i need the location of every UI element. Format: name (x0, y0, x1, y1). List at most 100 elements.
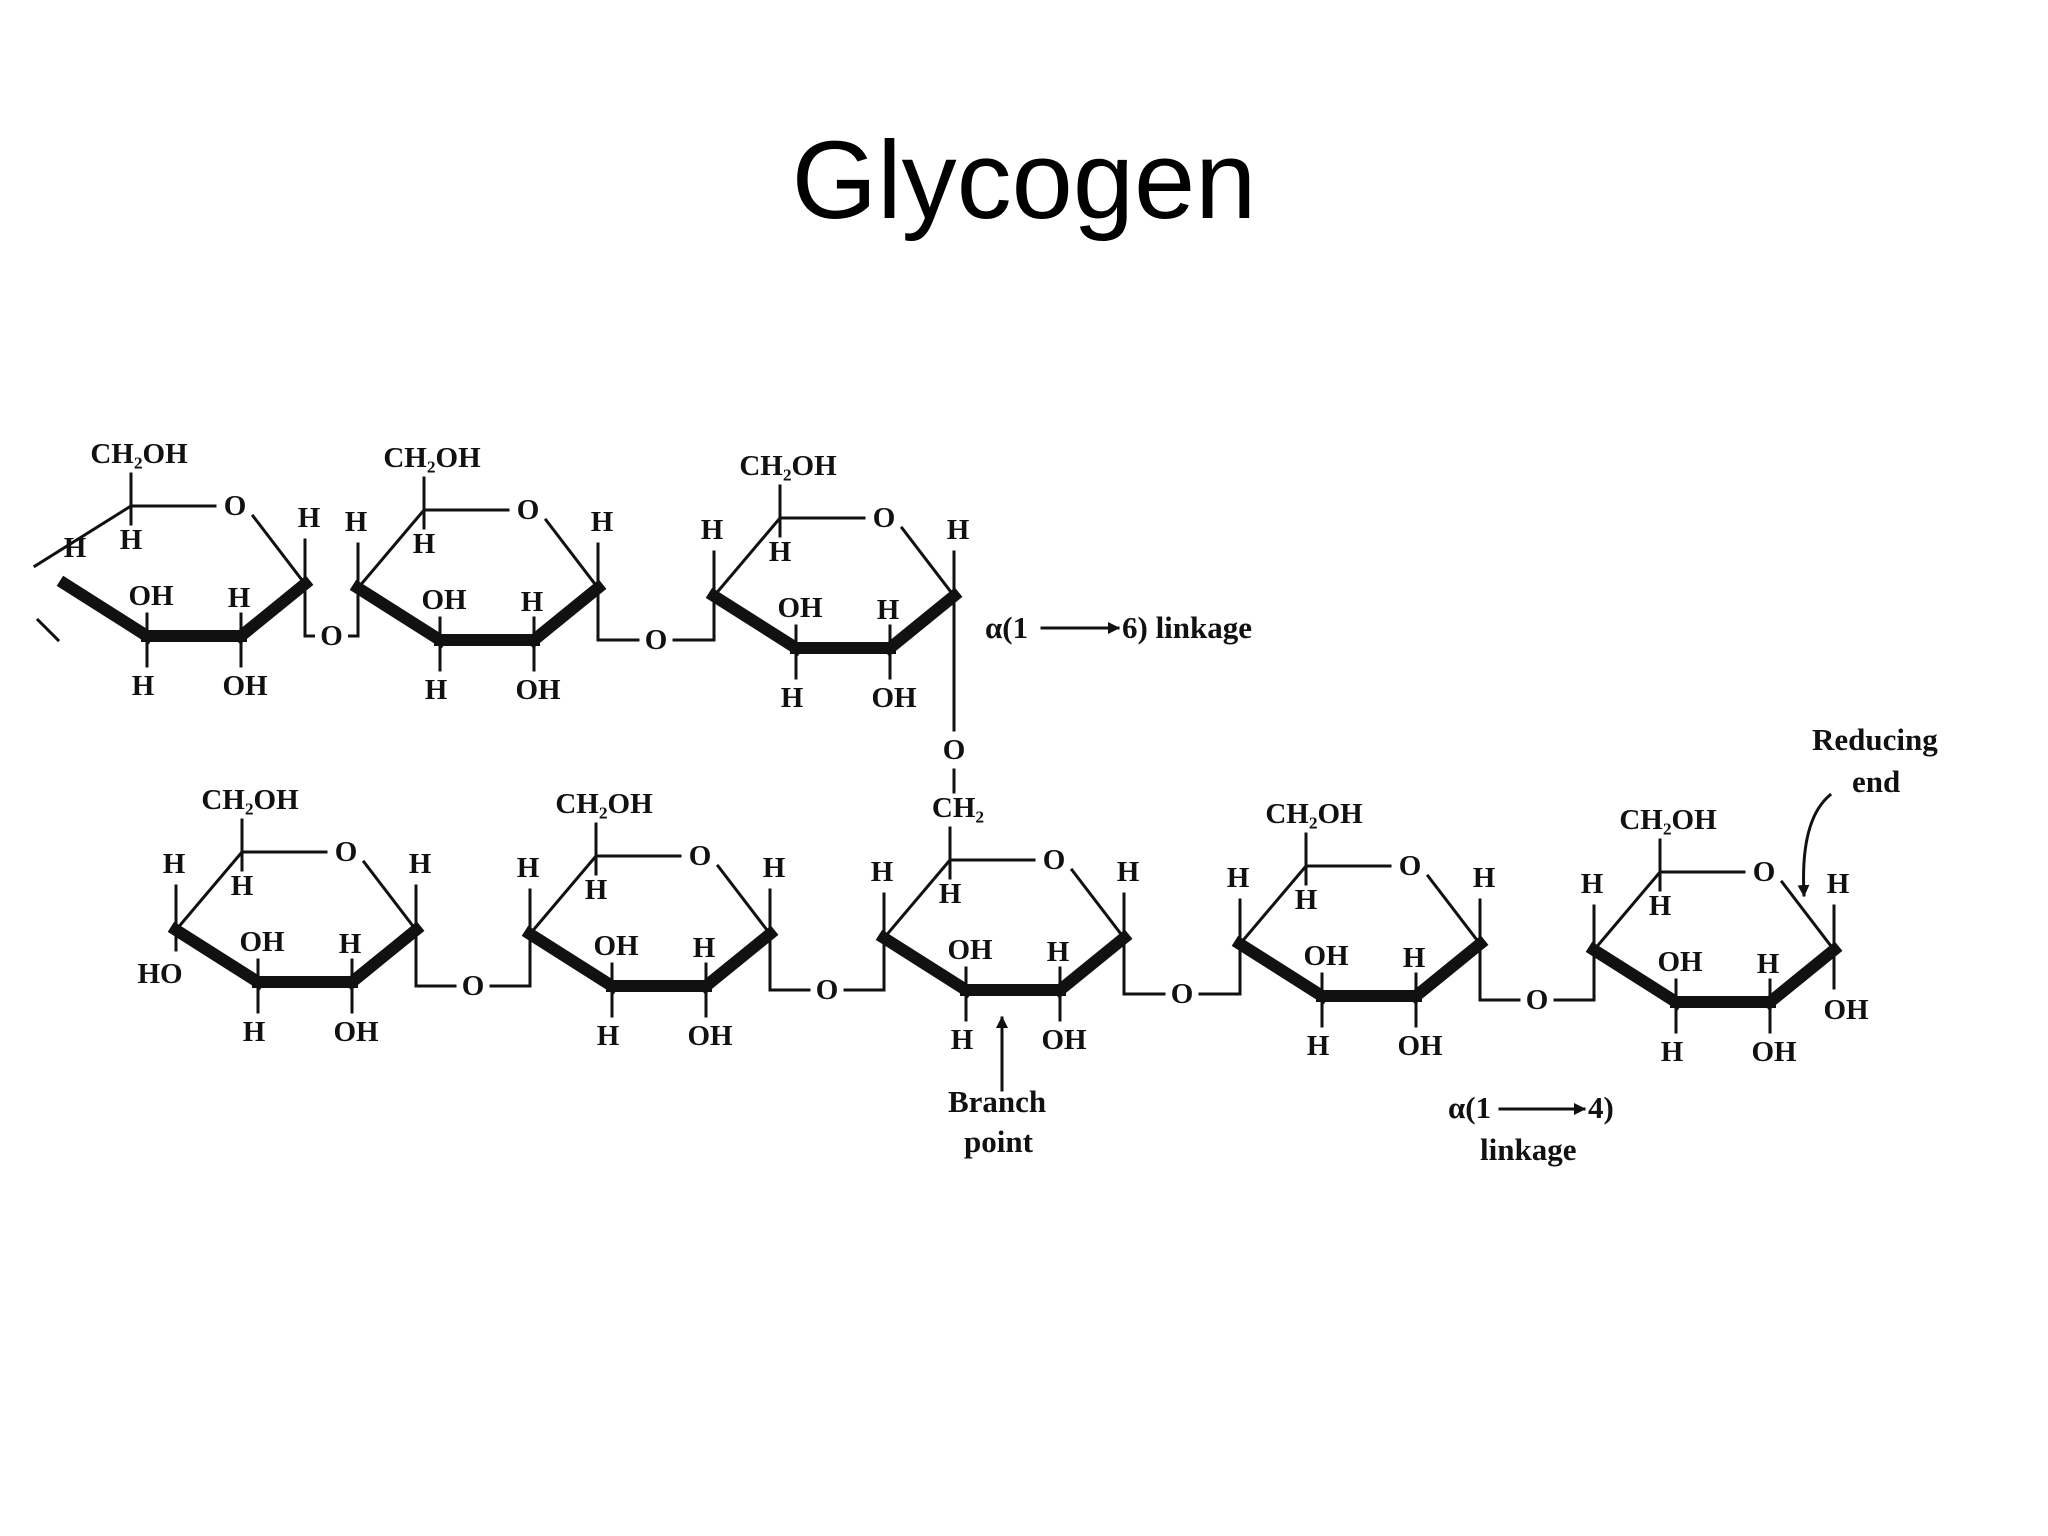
bottom-ring-3-bond-c3-c4 (875, 929, 975, 999)
top-ring-3-c2-h: H (877, 594, 900, 626)
top-ring-1-bond-c3-c4 (56, 575, 156, 645)
chain-continuation-mark (35, 617, 61, 643)
top-ring-3-c4-h: H (701, 514, 724, 546)
bottom-ring-2-ring-oxygen: O (689, 840, 712, 872)
bottom-ring-3-c4-h: H (871, 856, 894, 888)
top-ring-1-bond-o-c1 (250, 513, 308, 587)
top-ring-2-bond-o-c1 (543, 517, 601, 591)
bottom-ring-1-c6-group: CH₂OH (201, 784, 299, 816)
top-ring-2-c2-h: H (521, 586, 544, 618)
bottom-ring-2-bond-c4-c5 (527, 853, 599, 937)
top-ring-3-bond-c4-c5 (711, 515, 783, 599)
top-ring-2-c3-oh: OH (421, 584, 467, 616)
top-ring-2-c5-h: H (413, 528, 436, 560)
bottom-glycosidic-2-bond-right (843, 936, 886, 992)
top-glycosidic-2-bond-left (596, 586, 640, 642)
reducing-end-arrow (1797, 792, 1833, 897)
bottom-ring-2-c4-h: H (517, 852, 540, 884)
bottom-ring-3-bond-c1-c2 (1051, 929, 1133, 999)
bottom-ring-1-c4-ho: HO (137, 958, 182, 990)
bottom-ring-4-bond-c1-c2 (1407, 935, 1489, 1005)
bottom-ring-3-c2-oh: OH (1041, 1024, 1087, 1056)
bottom-ring-2-c3-h: H (597, 1020, 620, 1052)
top-glycosidic-1-bond-left (303, 582, 315, 638)
bottom-ring-1-bond-o-c1 (361, 859, 419, 933)
top-ring-3-ring-oxygen: O (873, 502, 896, 534)
top-glycosidic-1-bond-right (348, 586, 360, 638)
top-glycosidic-1-oxygen: O (320, 620, 343, 652)
bottom-ring-4-c6-group: CH₂OH (1265, 798, 1363, 830)
alpha-1-4-suffix: 4) (1588, 1090, 1614, 1125)
bottom-ring-5-c3-oh: OH (1657, 946, 1703, 978)
top-ring-1-c4-h: H (64, 532, 87, 564)
bottom-ring-2-c2-oh: OH (687, 1020, 733, 1052)
bottom-ring-4-c1-h: H (1473, 862, 1496, 894)
bottom-ring-5-bond-c4-c5 (1591, 869, 1663, 953)
bottom-glycosidic-2-bond-left (768, 932, 811, 992)
top-ring-1-c6-group: CH₂OH (90, 438, 188, 470)
bottom-ring-1-c1-h: H (409, 848, 432, 880)
bottom-ring-5-c6-group: CH₂OH (1619, 804, 1717, 836)
bottom-ring-5-bond-c1-c2 (1761, 941, 1843, 1011)
bottom-glycosidic-1-bond-right (489, 932, 532, 988)
bottom-ring-5-c1-h: H (1827, 868, 1850, 900)
top-ring-2-ring-oxygen: O (517, 494, 540, 526)
reducing-end-label-line1: Reducing (1812, 722, 1938, 757)
bottom-glycosidic-4-bond-left (1478, 942, 1521, 1002)
bottom-glycosidic-3-oxygen: O (1171, 978, 1194, 1010)
bottom-ring-2-bond-o-c1 (715, 863, 773, 937)
bottom-ring-2-c2-h: H (693, 932, 716, 964)
bottom-glycosidic-4-bond-right (1553, 948, 1596, 1002)
bottom-ring-5-c2-h: H (1757, 948, 1780, 980)
top-ring-3-c5-h: H (769, 536, 792, 568)
bottom-ring-1-bond-c3-c4 (167, 921, 267, 991)
bottom-ring-1-c4-h: H (163, 848, 186, 880)
top-ring-2-c3-h: H (425, 674, 448, 706)
top-ring-1-c2-h: H (228, 582, 251, 614)
reducing-end-label-line2: end (1852, 764, 1900, 799)
bottom-ring-4-c3-h: H (1307, 1030, 1330, 1062)
top-ring-3-c2-oh: OH (871, 682, 917, 714)
top-ring-1-bond-c1-c2 (232, 575, 314, 645)
alpha-1-6-suffix: 6) linkage (1122, 610, 1252, 645)
bottom-ring-3-c6-group: CH₂ (932, 792, 984, 824)
bottom-ring-2-bond-c1-c2 (697, 925, 779, 995)
top-ring-1-c1-h: H (298, 502, 321, 534)
bottom-ring-1-c3-oh: OH (239, 926, 285, 958)
top-ring-1-bond-c4-c5 (32, 503, 134, 569)
bottom-glycosidic-4-oxygen: O (1526, 984, 1549, 1016)
bottom-ring-5-c5-h: H (1649, 890, 1672, 922)
top-ring-2-c1-h: H (591, 506, 614, 538)
top-ring-2-c4-h: H (345, 506, 368, 538)
top-ring-1-ring-oxygen: O (224, 490, 247, 522)
top-ring-2-bond-c1-c2 (525, 579, 607, 649)
bottom-ring-3-c1-h: H (1117, 856, 1140, 888)
bottom-ring-3-bond-c4-c5 (881, 857, 953, 941)
bottom-glycosidic-1-oxygen: O (462, 970, 485, 1002)
bottom-ring-3-c5-h: H (939, 878, 962, 910)
alpha-1-4-prefix: α(1 (1448, 1090, 1491, 1125)
bottom-ring-2-bond-c3-c4 (521, 925, 621, 995)
branch-oxygen: O (943, 734, 966, 766)
top-ring-3-c3-h: H (781, 682, 804, 714)
top-ring-3-bond-c3-c4 (705, 587, 805, 657)
alpha-1-4-word: linkage (1480, 1132, 1576, 1167)
bottom-ring-5-bond-o-c1 (1779, 879, 1837, 953)
top-ring-2-bond-c4-c5 (355, 507, 427, 591)
top-ring-3-bond-o-c1 (899, 525, 957, 599)
bottom-ring-2-c3-oh: OH (593, 930, 639, 962)
bottom-ring-1-c2-h: H (339, 928, 362, 960)
bottom-ring-2-c5-h: H (585, 874, 608, 906)
alpha-1-6-prefix: α(1 (985, 610, 1028, 645)
top-ring-2-c2-oh: OH (515, 674, 561, 706)
bottom-ring-4-c4-h: H (1227, 862, 1250, 894)
bottom-ring-3-c3-oh: OH (947, 934, 993, 966)
bottom-ring-1-c5-h: H (231, 870, 254, 902)
bottom-glycosidic-3-bond-left (1122, 936, 1166, 996)
bond-layer (32, 472, 1843, 1034)
top-ring-2-bond-c3-c4 (349, 579, 449, 649)
bottom-ring-2-c1-h: H (763, 852, 786, 884)
bottom-ring-4-ring-oxygen: O (1399, 850, 1422, 882)
